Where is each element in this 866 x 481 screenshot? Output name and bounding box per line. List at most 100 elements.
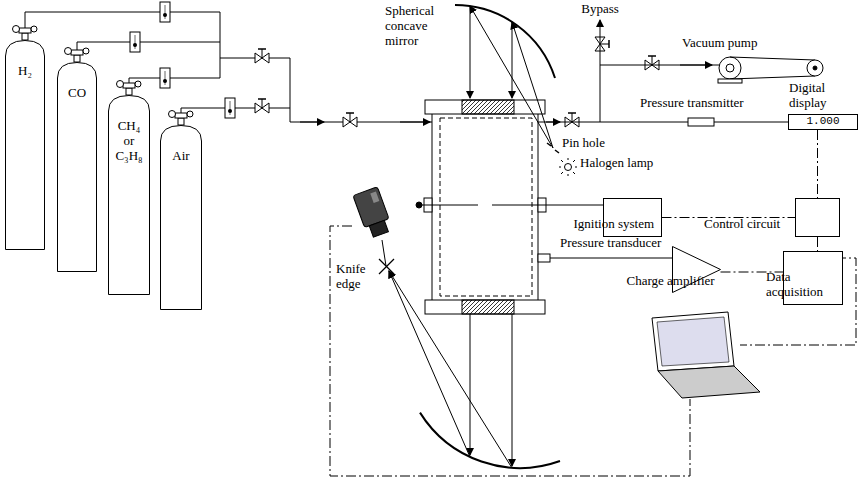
- knife-edge-symbol: [379, 259, 394, 274]
- combustion-chamber: [440, 118, 532, 296]
- light-ray: [382, 6, 553, 468]
- cylinder-outline: [6, 41, 45, 250]
- gas-cylinder: CH₄ or C₃H₈: [108, 95, 150, 295]
- light-ray: [470, 6, 553, 148]
- exhaust-pipe: [600, 65, 719, 66]
- combustion-chamber: [462, 300, 514, 314]
- combustion-chamber: [425, 100, 545, 114]
- exhaust-pipe: [538, 122, 800, 123]
- vacuum-pump-symbol: [807, 60, 823, 76]
- valve: [255, 99, 269, 113]
- ignition-electrode: [416, 202, 422, 208]
- digital-display: Digital display1.000: [788, 114, 858, 130]
- knife-edge-symbol: [379, 259, 394, 274]
- exhaust-pipe: [600, 20, 601, 122]
- regulator: [65, 48, 90, 63]
- halogen-lamp-symbol: [559, 158, 577, 176]
- computer: [652, 312, 734, 371]
- cylinder-outline: [58, 63, 97, 272]
- gas-cylinder: Air: [160, 125, 202, 310]
- ignition-electrode: [416, 202, 618, 208]
- halogen-lamp-symbol: [559, 158, 577, 176]
- valve: [255, 49, 269, 63]
- cylinder-outline: [109, 96, 150, 295]
- node-text: Air: [166, 149, 196, 164]
- node-text: 1.000: [789, 115, 857, 128]
- lamp-label: Halogen lamp: [580, 156, 653, 171]
- data-cable: [330, 226, 856, 476]
- vacuum-pump-symbol: [719, 57, 741, 79]
- knife-edge-label: Knife edge: [336, 262, 380, 292]
- pin-hole-symbol: [547, 143, 551, 146]
- node-caption: Data acquisition: [766, 270, 836, 300]
- gas-cylinder: H₂: [5, 40, 45, 250]
- pressure-transmitter-symbol: [688, 118, 714, 126]
- light-ray: [470, 314, 471, 455]
- control-box: Control circuit: [795, 198, 840, 237]
- flow-meter: [160, 68, 170, 88]
- gas-pipe: [220, 58, 432, 122]
- light-ray: [470, 6, 471, 98]
- node-text: CH₄ or C₃H₈: [114, 119, 144, 164]
- combustion-chamber: [425, 300, 545, 314]
- gas-pipe: [129, 78, 220, 83]
- signal-line: [817, 237, 818, 251]
- light-ray: [512, 22, 513, 98]
- ignition-electrode: [492, 205, 618, 206]
- node-text: CO: [62, 86, 92, 101]
- flow-arrow: [300, 65, 712, 122]
- amplifier-triangle: Charge amplifier: [672, 246, 721, 293]
- vacuum-pump-symbol: [813, 66, 817, 70]
- combustion-chamber: [424, 100, 550, 314]
- light-ray: [512, 22, 553, 148]
- regulator: [169, 111, 194, 126]
- valve: [255, 37, 659, 127]
- computer: [657, 317, 729, 366]
- node-caption: Digital display: [789, 81, 851, 111]
- gas-pipe: [77, 42, 220, 50]
- light-ray: [389, 271, 512, 468]
- vacuum-pump-symbol: [726, 64, 734, 72]
- regulator: [13, 26, 38, 41]
- pin-hole-symbol: [547, 143, 559, 153]
- valve: [343, 113, 357, 127]
- gas-cylinder: CO: [57, 62, 97, 272]
- data-cable: [330, 226, 690, 476]
- flow-meter: [225, 98, 235, 118]
- combustion-chamber: [462, 100, 514, 114]
- signal-wire: [550, 258, 680, 259]
- valve: [595, 37, 609, 51]
- high-speed-camera: [353, 187, 393, 239]
- transmitter-label: Pressure transmitter: [640, 96, 744, 111]
- node-text: H₂: [10, 64, 40, 79]
- pump-label: Vacuum pump: [682, 36, 757, 51]
- acquisition-box: Data acquisition: [783, 251, 843, 305]
- pin-hole-symbol: [555, 150, 559, 153]
- combustion-chamber: [538, 254, 550, 262]
- knife-edge-symbol: [379, 259, 394, 274]
- node-caption: Control circuit: [704, 217, 780, 232]
- light-ray: [389, 271, 470, 457]
- mirror-label: Spherical concave mirror: [385, 4, 453, 49]
- computer: [652, 312, 760, 398]
- valve: [645, 56, 659, 70]
- valve: [565, 113, 579, 127]
- vacuum-pump-symbol: [718, 57, 823, 83]
- node-caption: Charge amplifier: [627, 274, 715, 289]
- transducer-label: Pressure transducer: [560, 236, 661, 251]
- high-speed-camera: [370, 192, 379, 203]
- light-ray: [512, 314, 513, 466]
- vacuum-pump-symbol: [730, 57, 815, 79]
- bottom-mirror: [420, 413, 560, 468]
- flow-arrow: [400, 122, 430, 123]
- flow-meter: [160, 2, 170, 22]
- node-caption: Ignition system: [574, 217, 655, 232]
- exhaust-pipe: [538, 20, 800, 122]
- computer: [658, 366, 760, 398]
- gas-pipe: [25, 12, 220, 78]
- cylinder-outline: [161, 126, 202, 310]
- pin-hole-label: Pin hole: [562, 136, 605, 151]
